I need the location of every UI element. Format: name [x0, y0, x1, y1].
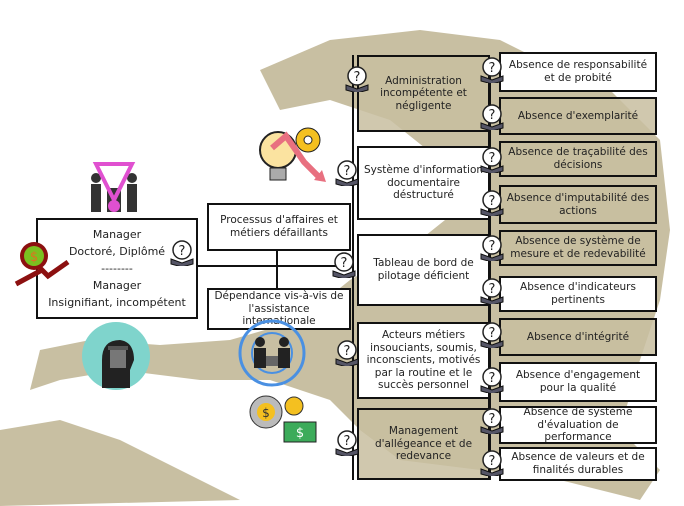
question-icon — [480, 278, 504, 304]
question-icon — [335, 430, 359, 456]
manager-box: Manager Doctoré, Diplômé -------- Manage… — [36, 218, 198, 319]
question-icon — [480, 104, 504, 130]
svg-text:$: $ — [30, 250, 38, 265]
question-icon — [480, 450, 504, 476]
svg-text:$: $ — [262, 406, 270, 420]
question-icon — [480, 147, 504, 173]
manager-label-2: Manager — [92, 279, 142, 293]
effect-label: Absence d'indicateurs pertinents — [520, 281, 636, 306]
effect-box: Absence d'imputabilité des actions — [499, 185, 657, 224]
money-gears-icon: $ $ — [249, 395, 317, 443]
effect-label: Absence de valeurs et de finalités durab… — [511, 451, 645, 476]
effect-box: Absence de valeurs et de finalités durab… — [499, 447, 657, 481]
cause-label: Administration incompétente et négligent… — [380, 74, 467, 112]
managers-medal-icon — [91, 162, 137, 212]
question-icon — [335, 160, 359, 186]
cause-box: Administration incompétente et négligent… — [357, 55, 490, 132]
cause-box: Tableau de bord de pilotage déficient — [357, 234, 490, 306]
effect-box: Absence d'intégrité — [499, 318, 657, 356]
effect-box: Absence d'exemplarité — [499, 97, 657, 135]
svg-text:$: $ — [296, 426, 304, 441]
question-icon — [480, 190, 504, 216]
effect-label: Absence d'engagement pour la qualité — [515, 369, 641, 394]
effect-box: Absence d'engagement pour la qualité — [499, 362, 657, 402]
cause-box: Management d'allégeance et de redevance — [357, 408, 490, 480]
cause-label: Système d'information documentaire déstr… — [363, 164, 484, 202]
effect-box: Absence de traçabilité des décisions — [499, 141, 657, 177]
cause-box: Système d'information documentaire déstr… — [357, 146, 490, 220]
effect-label: Absence d'imputabilité des actions — [506, 191, 650, 217]
trash-head-icon — [82, 322, 150, 390]
effect-label: Absence de traçabilité des décisions — [508, 146, 648, 171]
question-icon — [480, 408, 504, 434]
effect-box: Absence d'indicateurs pertinents — [499, 276, 657, 312]
question-icon — [480, 235, 504, 261]
question-icon — [332, 252, 356, 278]
question-icon — [480, 57, 504, 83]
manager-label: Manager — [92, 227, 142, 241]
question-icon — [345, 66, 369, 92]
effect-label: Absence de système de mesure et de redev… — [510, 235, 646, 260]
effect-label: Absence de responsabilité et de probité — [508, 59, 648, 84]
question-icon — [480, 367, 504, 393]
effect-box: Absence de système d'évaluation de perfo… — [499, 406, 657, 444]
effect-label: Absence de système d'évaluation de perfo… — [523, 406, 633, 444]
un-assistance-icon — [238, 319, 306, 387]
process-box: Processus d'affaires et métiers défailla… — [207, 203, 351, 251]
question-icon — [170, 240, 194, 266]
cause-label: Tableau de bord de pilotage déficient — [373, 257, 474, 282]
manager-assessment: Insignifiant, incompétent — [48, 296, 186, 310]
question-icon — [335, 340, 359, 366]
effect-label: Absence d'intégrité — [526, 330, 630, 343]
effect-box: Absence de système de mesure et de redev… — [499, 230, 657, 266]
effect-label: Absence d'exemplarité — [517, 109, 639, 122]
question-icon — [480, 322, 504, 348]
process-label: Processus d'affaires et métiers défailla… — [220, 214, 338, 239]
failing-idea-icon — [259, 127, 326, 182]
separator: -------- — [101, 261, 133, 275]
cause-box: Acteurs métiers insouciants, soumis, inc… — [357, 322, 490, 399]
manager-qualification: Doctoré, Diplômé — [68, 244, 166, 258]
cause-label: Management d'allégeance et de redevance — [374, 425, 473, 463]
cause-label: Acteurs métiers insouciants, soumis, inc… — [366, 329, 481, 392]
effect-box: Absence de responsabilité et de probité — [499, 52, 657, 92]
money-growth-icon: $ — [14, 242, 70, 287]
